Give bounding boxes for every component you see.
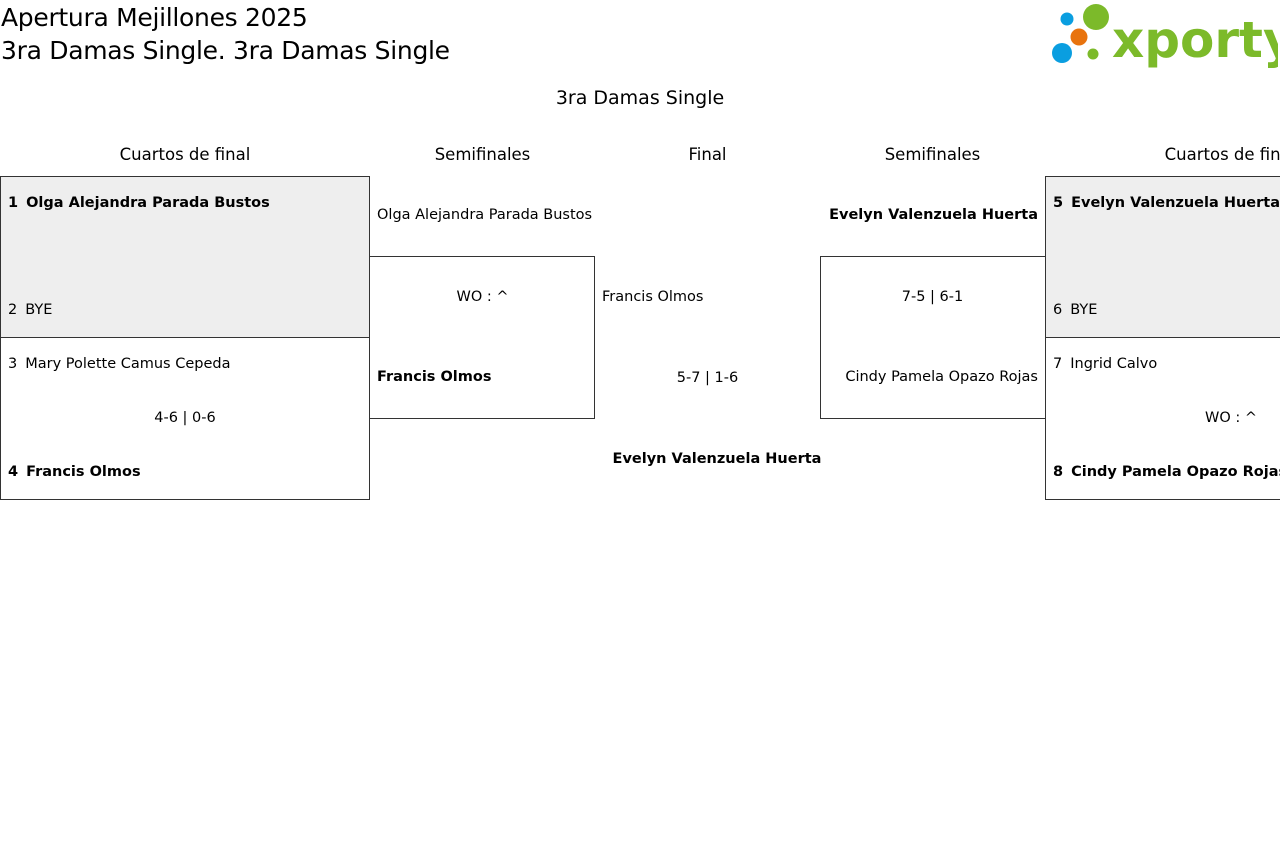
final-winner[interactable]: Evelyn Valenzuela Huerta	[612, 451, 822, 467]
right-qf-m1-player2[interactable]: 6 BYE	[1053, 300, 1280, 320]
left-sf-player2[interactable]: Francis Olmos	[377, 369, 492, 385]
right-qf-match-1[interactable]	[1045, 176, 1280, 338]
round-header-right-sf: Semifinales	[884, 145, 981, 164]
right-qf-m1-player1[interactable]: 5 Evelyn Valenzuela Huerta	[1053, 193, 1280, 213]
player-name: Ingrid Calvo	[1070, 356, 1158, 372]
left-qf-m1-player2[interactable]: 2 BYE	[8, 300, 368, 320]
round-header-right-qf: Cuartos de final	[1164, 145, 1280, 164]
right-qf-match-2[interactable]	[1045, 337, 1280, 500]
player-name: Cindy Pamela Opazo Rojas	[1071, 464, 1280, 480]
seed-number: 8	[1053, 464, 1064, 480]
left-sf-score: WO : ^	[456, 289, 509, 305]
seed-number: 2	[8, 302, 18, 318]
category-title: 3ra Damas Single. 3ra Damas Single	[1, 36, 450, 65]
player-name: Francis Olmos	[26, 464, 141, 480]
left-qf-m2-player2[interactable]: 4 Francis Olmos	[8, 462, 368, 482]
xporty-logo-icon: xporty	[1052, 4, 1280, 69]
right-sf-match[interactable]	[820, 256, 1046, 419]
player-name: BYE	[1070, 302, 1098, 318]
xporty-logo[interactable]: xporty	[1050, 2, 1280, 69]
round-header-left-sf: Semifinales	[434, 145, 531, 164]
player-name: Olga Alejandra Parada Bustos	[26, 195, 270, 211]
player-name: Evelyn Valenzuela Huerta	[1071, 195, 1280, 211]
seed-number: 4	[8, 464, 19, 480]
left-qf-m2-player1[interactable]: 3 Mary Polette Camus Cepeda	[8, 354, 368, 374]
seed-number: 1	[8, 195, 19, 211]
right-qf-m2-player1[interactable]: 7 Ingrid Calvo	[1053, 354, 1280, 374]
left-sf-player1[interactable]: Olga Alejandra Parada Bustos	[377, 207, 593, 223]
left-sf-match[interactable]	[369, 256, 595, 419]
logo-text: xporty	[1112, 11, 1278, 68]
left-qf-match-1[interactable]	[0, 176, 370, 338]
round-header-left-qf: Cuartos de final	[119, 145, 251, 164]
seed-number: 7	[1053, 356, 1063, 372]
left-qf-m2-score: 4-6 | 0-6	[154, 410, 216, 426]
right-sf-player2[interactable]: Cindy Pamela Opazo Rojas	[845, 369, 1038, 385]
draw-title: 3ra Damas Single	[555, 87, 725, 109]
round-header-final: Final	[688, 145, 727, 164]
seed-number: 5	[1053, 195, 1064, 211]
right-qf-m2-player2[interactable]: 8 Cindy Pamela Opazo Rojas	[1053, 462, 1280, 482]
right-qf-m2-score: WO : ^	[1205, 410, 1258, 426]
right-sf-player1[interactable]: Evelyn Valenzuela Huerta	[829, 207, 1038, 223]
seed-number: 3	[8, 356, 18, 372]
right-sf-score: 7-5 | 6-1	[901, 289, 964, 305]
tournament-title: Apertura Mejillones 2025	[1, 3, 308, 32]
player-name: BYE	[25, 302, 53, 318]
seed-number: 6	[1053, 302, 1063, 318]
final-score: 5-7 | 1-6	[676, 370, 739, 386]
left-qf-m1-player1[interactable]: 1 Olga Alejandra Parada Bustos	[8, 193, 368, 213]
player-name: Mary Polette Camus Cepeda	[25, 356, 231, 372]
final-player1[interactable]: Francis Olmos	[602, 289, 704, 305]
